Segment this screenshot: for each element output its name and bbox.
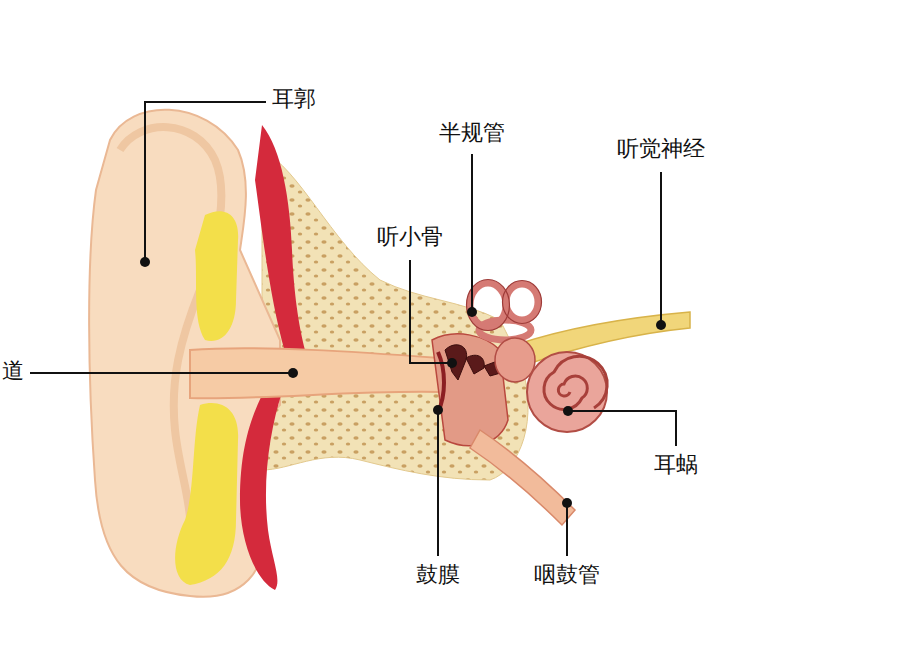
part-label: 咽鼓管 (534, 562, 600, 588)
eustachian-tube (470, 430, 575, 525)
cartilage (195, 211, 238, 341)
part-label: 耳郭 (272, 86, 316, 112)
vestibule (495, 338, 535, 382)
auditory-nerve (515, 312, 690, 365)
semicircular-canals-outline (467, 280, 542, 331)
cartilage (175, 403, 238, 585)
part-label: 耳蜗 (654, 452, 698, 478)
cochlea-spiral (544, 356, 607, 409)
leader-lines (30, 102, 676, 556)
part-label: 听觉神经 (617, 136, 705, 162)
leader-dots (140, 257, 666, 508)
muscle-stripe (240, 392, 282, 590)
part-label: 道 (2, 358, 24, 384)
muscle-stripe (255, 125, 305, 352)
part-label: 鼓膜 (416, 562, 460, 588)
temporal-bone (262, 150, 528, 480)
part-label: 听小骨 (377, 224, 443, 250)
eardrum (438, 352, 444, 412)
part-label: 半规管 (439, 120, 505, 146)
cochlea (527, 352, 607, 432)
